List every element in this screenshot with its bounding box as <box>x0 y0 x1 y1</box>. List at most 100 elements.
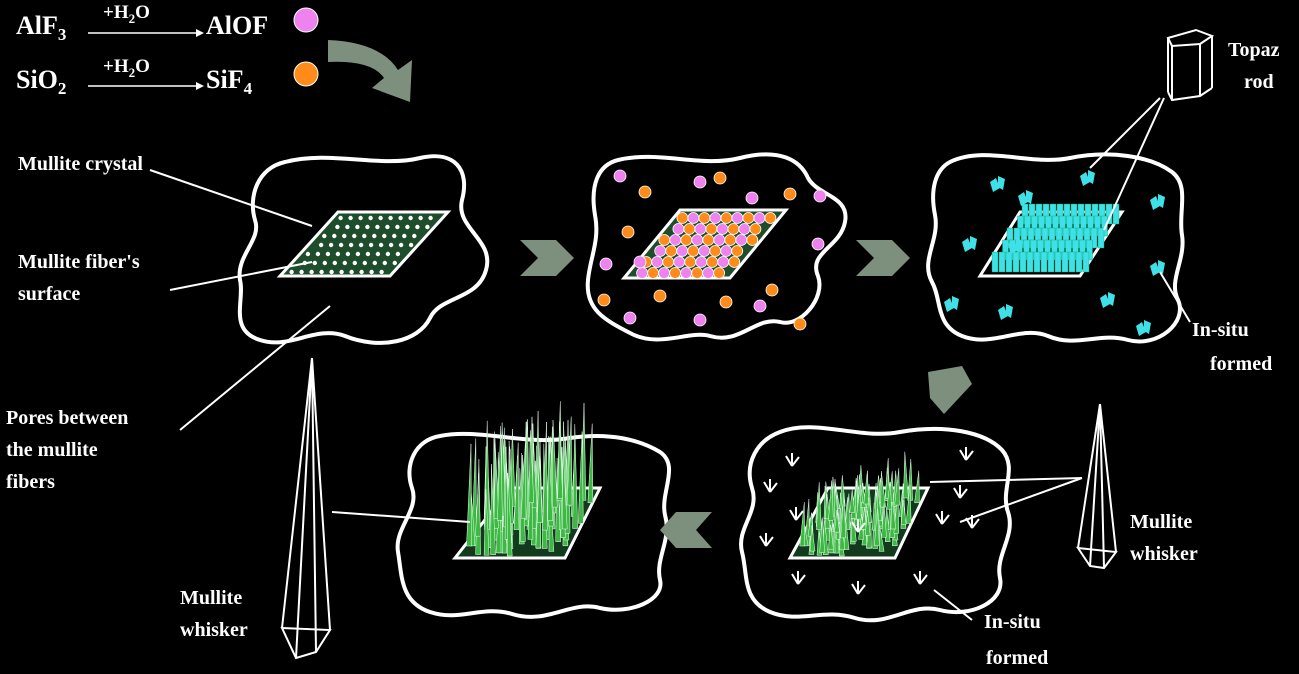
topaz-rod <box>1061 251 1069 273</box>
mullite-crystal-dot <box>335 251 341 257</box>
pore-region-2 <box>585 152 848 342</box>
topaz-rod <box>1082 251 1090 273</box>
mullite-crystal-dot <box>359 269 364 275</box>
mullite-whisker <box>878 527 885 552</box>
topaz-crystal <box>1018 192 1028 206</box>
mullite-crystal-dot <box>378 215 383 221</box>
mullite-crystal-dot <box>325 251 331 257</box>
mullite-crystal-dot <box>352 233 357 239</box>
mullite-crystal-dot <box>299 269 304 275</box>
label-whisker-left: Mullite <box>180 587 242 609</box>
adsorbed-particle <box>669 267 681 279</box>
mullite-crystal-dot <box>345 224 350 230</box>
topaz-crystal <box>1088 170 1095 184</box>
mullite-crystal-dot <box>392 233 397 239</box>
adsorbed-particle <box>676 212 689 224</box>
topaz-rod-array <box>991 203 1120 273</box>
adsorbed-particle <box>702 267 714 279</box>
topaz-rod <box>1044 239 1051 261</box>
topaz-rod <box>1052 215 1059 237</box>
mullite-crystal-dot <box>289 269 294 275</box>
mullite-crystal-dot <box>348 242 354 248</box>
adsorbed-particle <box>746 234 759 246</box>
mullite-whisker <box>914 470 920 504</box>
mullite-crystal-dot <box>415 224 420 230</box>
topaz-rod <box>1101 215 1108 237</box>
reaction-arrow-head-icon <box>196 29 204 37</box>
mullite-whisker <box>819 517 825 553</box>
adsorbed-particle <box>727 223 740 235</box>
topaz-rod <box>1026 251 1034 273</box>
mullite-crystal-dot <box>332 260 337 266</box>
mullite-crystal-dot <box>365 251 371 257</box>
mullite-crystal-dot <box>352 260 357 266</box>
mullite-crystal-dot <box>375 251 381 257</box>
adsorbed-particle <box>636 267 648 279</box>
topaz-rod <box>1005 251 1013 273</box>
mullite-crystal-dot <box>412 233 417 239</box>
mullite-crystal-dots <box>289 215 433 275</box>
topaz-crystal <box>970 236 977 250</box>
mullite-crystal-dot <box>382 233 387 239</box>
mullite-crystal-dot <box>348 215 353 221</box>
gas-particle <box>613 169 627 183</box>
topaz-rod <box>1033 251 1041 273</box>
in-situ-whisker <box>959 447 974 461</box>
adsorbed-particle <box>724 234 737 246</box>
topaz-rod <box>1037 239 1044 261</box>
adsorbed-particle <box>753 212 766 224</box>
label-pores: the mullite <box>6 439 98 461</box>
mullite-whisker <box>864 510 871 536</box>
mullite-crystal-dot <box>355 251 361 257</box>
mullite-crystal-dot <box>372 233 377 239</box>
sif4-particle-icon <box>293 61 319 87</box>
process-arrow-icon <box>928 366 972 414</box>
mullite-whisker <box>537 456 543 523</box>
topaz-crystal <box>962 238 972 252</box>
adsorbed-particle <box>662 256 675 268</box>
in-situ-whisker <box>935 511 950 525</box>
gas-particle <box>713 171 727 185</box>
reaction-arrow-head-icon <box>196 82 204 90</box>
mullite-whisker <box>475 473 481 537</box>
topaz-rod <box>1090 227 1098 249</box>
pore-region-1 <box>237 154 490 345</box>
topaz-crystal <box>998 176 1005 190</box>
process-arrow-icon <box>520 240 574 276</box>
leader-lines <box>149 97 1191 621</box>
label-fiber-surface: surface <box>18 283 80 305</box>
topaz-crystal <box>990 178 1000 192</box>
mullite-crystal-dot <box>378 242 384 248</box>
label-in-situ-top: formed <box>1210 353 1272 375</box>
topaz-rod <box>1073 215 1080 237</box>
pore-region-4 <box>395 431 672 619</box>
mullite-whisker <box>874 508 880 547</box>
mullite-whisker <box>849 489 855 513</box>
mullite-crystal-dot <box>405 224 410 230</box>
topaz-rod <box>1075 251 1083 273</box>
gas-particle <box>597 293 611 307</box>
topaz-rod <box>1068 251 1076 273</box>
mullite-crystal-dot <box>319 269 324 275</box>
topaz-rod <box>1097 227 1105 249</box>
mullite-crystal-dot <box>315 251 321 257</box>
gas-particle <box>638 185 652 199</box>
topaz-rod <box>1047 251 1055 273</box>
mullite-crystal-dot <box>312 260 317 266</box>
product-sif4: SiF4 <box>206 65 253 98</box>
topaz-rod <box>1019 251 1027 273</box>
adsorbed-particle <box>713 267 725 279</box>
mullite-crystal-dot <box>388 242 394 248</box>
topaz-crystal <box>944 298 954 312</box>
label-in-situ-top: In-situ <box>1192 319 1249 341</box>
gas-particle <box>623 311 637 325</box>
mullite-whisker-forest-short <box>799 451 920 557</box>
mullite-whisker <box>828 524 834 550</box>
label-whisker-right: Mullite <box>1130 511 1192 533</box>
adsorbed-particle <box>665 245 678 257</box>
mullite-crystal-dot <box>418 215 423 221</box>
in-situ-whisker <box>913 571 928 585</box>
topaz-in-situ-formed <box>944 170 1165 336</box>
mullite-whisker <box>547 436 553 522</box>
gas-particle <box>633 255 647 269</box>
